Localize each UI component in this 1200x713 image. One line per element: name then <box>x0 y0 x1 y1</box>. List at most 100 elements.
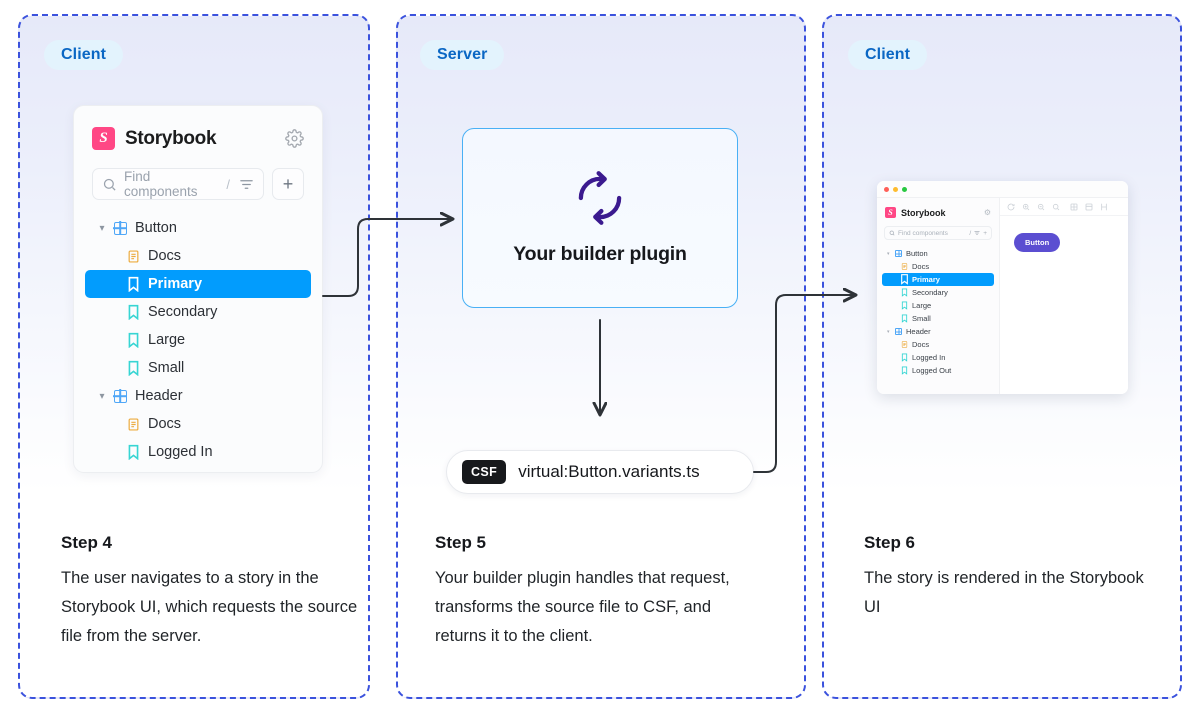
search-input[interactable]: Find components / <box>92 168 264 200</box>
tree-item-label: Header <box>906 327 931 336</box>
chevron-down-icon[interactable]: ▾ <box>99 390 105 402</box>
tree-item-label: Docs <box>912 340 930 349</box>
tree-story-row[interactable]: Small <box>882 312 994 325</box>
mini-add-component-button[interactable]: + <box>983 229 987 237</box>
mini-search-placeholder: Find components <box>898 229 948 237</box>
tree-story-row[interactable]: Primary <box>85 270 311 298</box>
mini-canvas: Button <box>1000 216 1128 252</box>
step-4-title: Step 4 <box>61 533 113 552</box>
mini-window-titlebar <box>877 181 1128 198</box>
story-icon <box>123 360 143 377</box>
chevron-down-icon[interactable]: ▾ <box>99 222 105 234</box>
grid-icon[interactable] <box>1070 203 1078 211</box>
preview-button[interactable]: Button <box>1014 233 1061 252</box>
component-icon <box>894 328 903 335</box>
tree-story-row[interactable]: Docs <box>882 338 994 351</box>
window-maximize-dot[interactable] <box>902 186 907 192</box>
search-placeholder: Find components <box>124 169 198 199</box>
tree-story-row[interactable]: Docs <box>85 242 311 270</box>
measure-icon[interactable] <box>1100 203 1108 211</box>
tree-item-label: Button <box>906 249 928 258</box>
docs-icon <box>123 249 143 263</box>
step-6: Step 6 The story is rendered in the Stor… <box>864 533 1154 622</box>
story-icon <box>123 444 143 461</box>
mini-preview-area: Button <box>1000 198 1128 394</box>
step-6-title: Step 6 <box>864 533 916 552</box>
step-4: Step 4 The user navigates to a story in … <box>61 533 361 651</box>
gear-icon[interactable] <box>285 129 304 148</box>
tree-item-label: Logged In <box>912 353 946 362</box>
tree-component-row[interactable]: ▾ Button <box>882 247 994 260</box>
filter-icon[interactable] <box>239 177 254 192</box>
mini-storybook-window: S Storybook ⚙ Find components / <box>877 181 1128 394</box>
zoom-reset-icon[interactable] <box>1052 203 1060 211</box>
tree-story-row[interactable]: Logged In <box>882 351 994 364</box>
tree-item-label: Small <box>148 360 185 376</box>
builder-plugin-label: Your builder plugin <box>513 242 687 265</box>
tree-item-label: Docs <box>912 262 930 271</box>
csf-file-box: CSF virtual:Button.variants.ts <box>446 450 754 494</box>
step-5-body: Your builder plugin handles that request… <box>435 569 730 645</box>
storybook-title: Storybook <box>125 127 217 149</box>
docs-icon <box>123 417 143 431</box>
mini-search-input[interactable]: Find components / + <box>884 226 992 240</box>
zoom-in-icon[interactable] <box>1022 203 1030 211</box>
window-minimize-dot[interactable] <box>893 186 898 192</box>
mini-toolbar <box>1000 198 1128 216</box>
tree-story-row[interactable]: Secondary <box>882 286 994 299</box>
tree-story-row[interactable]: Docs <box>882 260 994 273</box>
storybook-panel: S Storybook Find components / <box>73 105 323 473</box>
step-4-body: The user navigates to a story in the Sto… <box>61 569 358 645</box>
tree-story-row[interactable]: Logged Out <box>882 364 994 377</box>
lane-badge-client-right: Client <box>848 40 928 70</box>
tree-item-label: Large <box>148 332 186 348</box>
chevron-down-icon[interactable]: ▾ <box>887 250 890 257</box>
builder-plugin-box: Your builder plugin <box>462 128 738 308</box>
tree-component-row[interactable]: ▾ Header <box>882 325 994 338</box>
tree-item-label: Secondary <box>148 304 218 320</box>
add-component-button[interactable]: + <box>272 168 304 200</box>
mini-window-body: S Storybook ⚙ Find components / <box>877 198 1128 394</box>
tree-item-label: Button <box>135 220 177 236</box>
story-icon <box>123 304 143 321</box>
tree-story-row[interactable]: Large <box>85 326 311 354</box>
tree-component-row[interactable]: ▾ Button <box>85 214 311 242</box>
background-icon[interactable] <box>1085 203 1093 211</box>
component-icon <box>110 389 130 403</box>
mini-gear-icon[interactable]: ⚙ <box>983 208 991 217</box>
tree-item-label: Large <box>912 301 932 310</box>
tree-item-label: Secondary <box>912 288 948 297</box>
mini-storybook-header: S Storybook ⚙ <box>877 207 999 218</box>
reload-icon[interactable] <box>1007 203 1015 211</box>
tree-item-label: Primary <box>912 275 940 284</box>
tree-item-label: Docs <box>148 248 182 264</box>
story-icon <box>900 288 909 297</box>
search-shortcut-hint: / <box>226 176 230 192</box>
mini-storybook-logo-icon: S <box>885 207 896 218</box>
tree-story-row[interactable]: Primary <box>882 273 994 286</box>
story-icon <box>123 332 143 349</box>
story-icon <box>900 353 909 362</box>
chevron-down-icon[interactable]: ▾ <box>887 328 890 335</box>
tree-story-row[interactable]: Logged In <box>85 438 311 466</box>
docs-icon <box>900 263 909 270</box>
tree-item-label: Primary <box>148 276 203 292</box>
window-close-dot[interactable] <box>884 186 889 192</box>
tree-story-row[interactable]: Secondary <box>85 298 311 326</box>
storybook-search-row: Find components / + <box>74 150 322 200</box>
csf-badge: CSF <box>462 460 507 484</box>
mini-sidebar: S Storybook ⚙ Find components / <box>877 198 1000 394</box>
tree-item-label: Logged In <box>148 444 213 460</box>
step-6-body: The story is rendered in the Storybook U… <box>864 569 1144 616</box>
tree-story-row[interactable]: Small <box>85 354 311 382</box>
zoom-out-icon[interactable] <box>1037 203 1045 211</box>
tree-item-label: Docs <box>148 416 182 432</box>
tree-story-row[interactable]: Large <box>882 299 994 312</box>
tree-component-row[interactable]: ▾Header <box>85 382 311 410</box>
tree-story-row[interactable]: Docs <box>85 410 311 438</box>
story-icon <box>123 276 143 293</box>
mini-filter-icon[interactable] <box>974 230 980 236</box>
